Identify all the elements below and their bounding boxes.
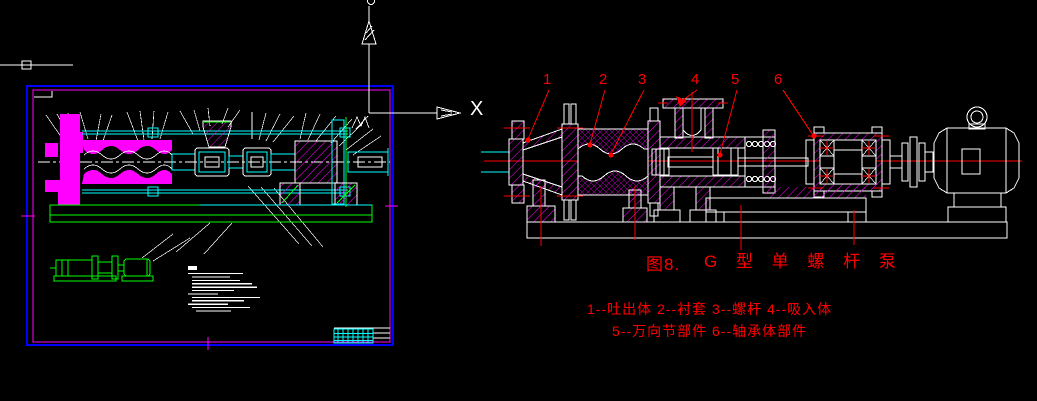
figure-number: 图8. xyxy=(646,255,681,274)
title-block xyxy=(333,327,390,344)
ucs-axes-icon xyxy=(351,0,462,130)
part-callout-4: 4 xyxy=(691,71,700,88)
stator-rotor-section xyxy=(82,140,173,184)
bearing-body-section xyxy=(279,117,389,207)
bedplate-section xyxy=(49,204,373,223)
parts-legend-line-1: 1--吐出体 2--衬套 3--螺杆 4--吸入体 xyxy=(587,301,833,317)
notes-block xyxy=(188,266,260,312)
part-callout-1: 1 xyxy=(543,71,552,88)
parts-legend-line-2: 5--万向节部件 6--轴承体部件 xyxy=(612,323,808,339)
part-callout-5: 5 xyxy=(731,71,740,88)
coupling-section xyxy=(171,147,296,177)
suction-funnel-section xyxy=(202,120,232,148)
green-side-view xyxy=(50,255,154,282)
part-callout-3: 3 xyxy=(638,71,647,88)
part-callout-2: 2 xyxy=(599,71,608,88)
discharge-flange-section xyxy=(45,114,83,205)
figure-title: G 型 单 螺 杆 泵 xyxy=(704,252,903,271)
part-callout-6: 6 xyxy=(774,71,783,88)
pump-assembly-diagram xyxy=(481,89,1022,250)
x-axis-label: X xyxy=(470,98,484,120)
left-drawing-frame xyxy=(21,85,398,350)
dimension-line-fragment xyxy=(0,60,73,70)
red-callout-leaders xyxy=(504,89,889,250)
left-main-section-view xyxy=(38,107,390,344)
